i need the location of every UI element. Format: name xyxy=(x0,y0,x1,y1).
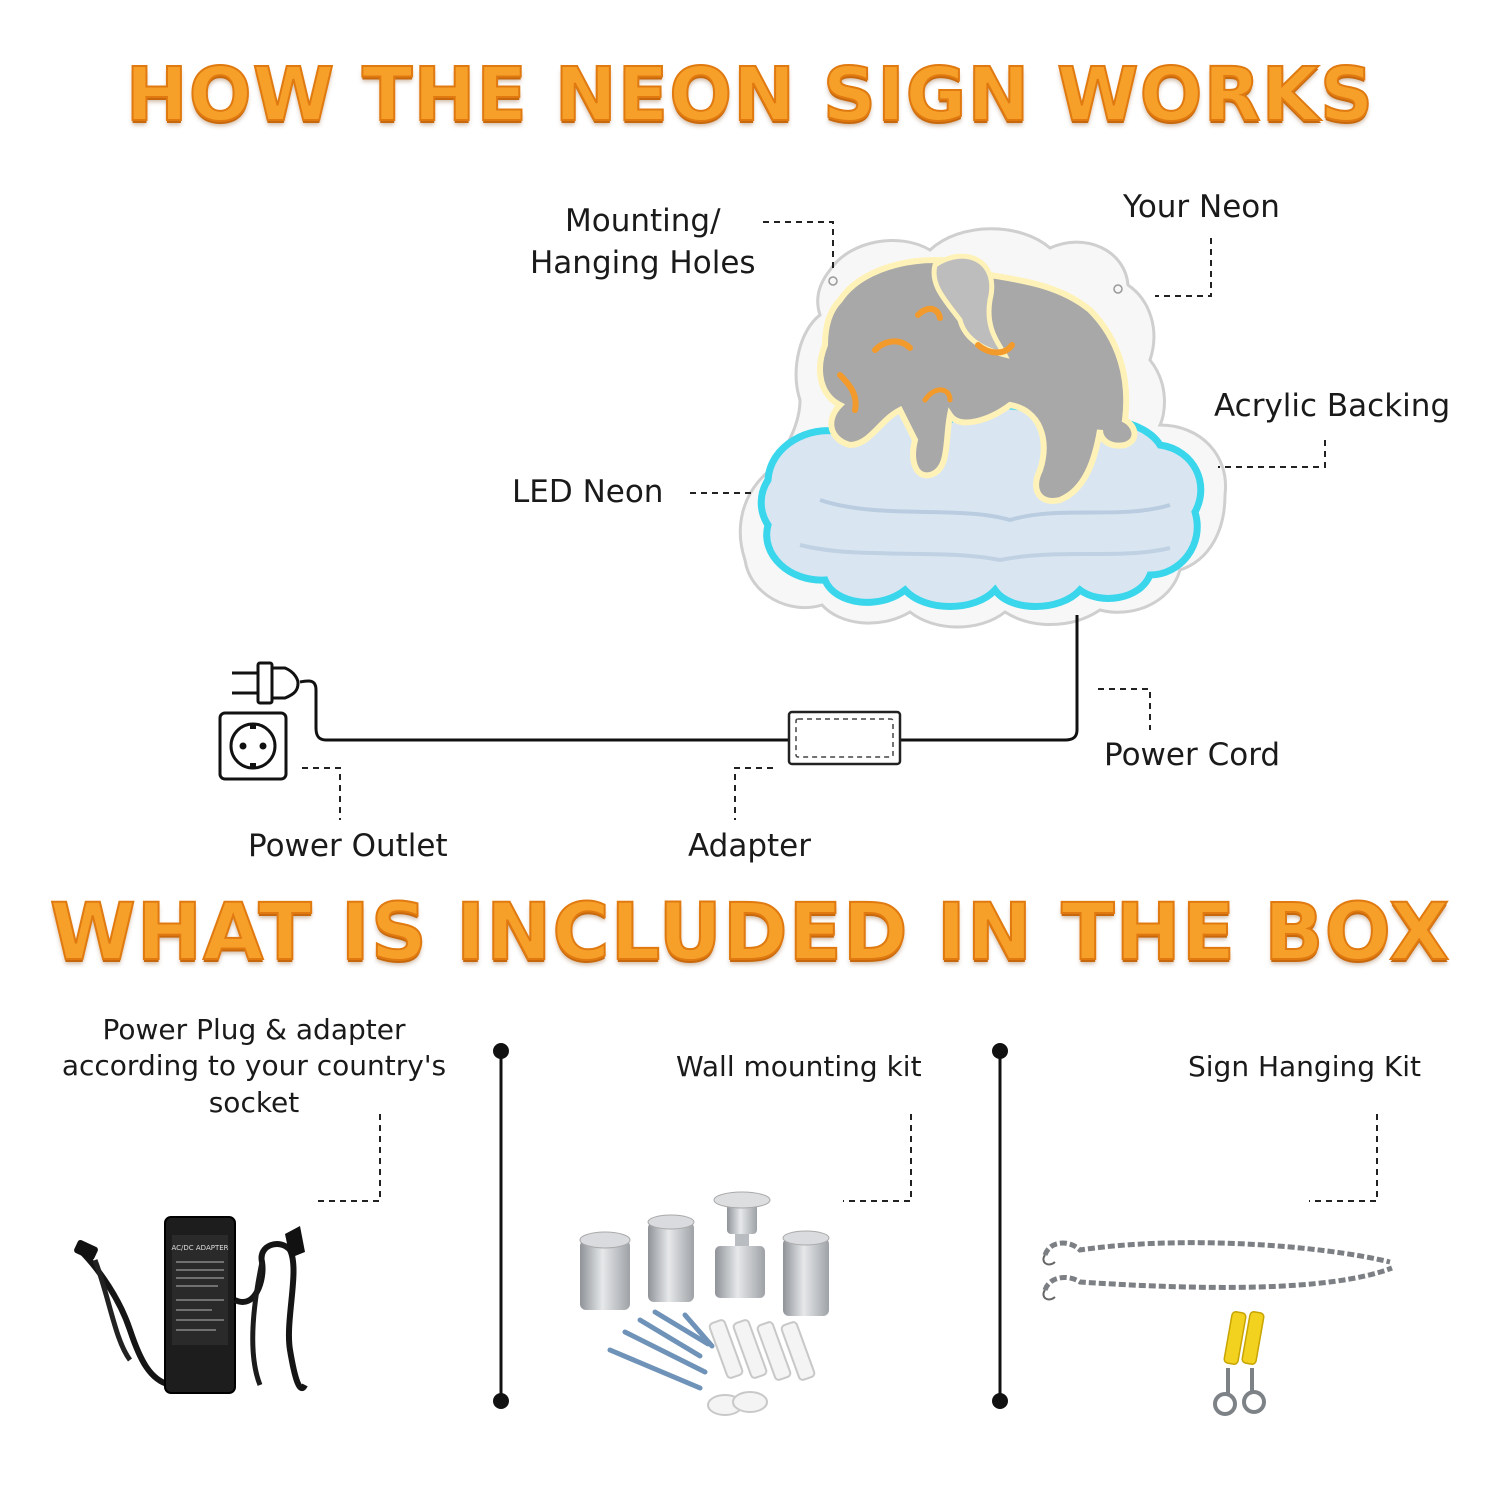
callout-hanging-kit xyxy=(1309,1114,1378,1202)
label-led-neon: LED Neon xyxy=(512,474,664,510)
label-plug-line1: Power Plug & adapter xyxy=(102,1013,406,1046)
callout-outlet xyxy=(302,767,341,820)
adapter-print-text: AC/DC ADAPTER xyxy=(171,1244,228,1252)
label-plug-line2: according to your country's xyxy=(61,1049,447,1083)
wall-mounting-kit-photo xyxy=(579,1191,830,1416)
label-sign-hanging-kit: Sign Hanging Kit xyxy=(1188,1050,1422,1083)
callout-adapter xyxy=(734,767,773,820)
callout-power-cord xyxy=(1098,688,1151,730)
power-cord xyxy=(900,615,1079,742)
mounting-hole-right xyxy=(1113,284,1123,294)
label-power-plug-kit: Power Plug & adapter according to your c… xyxy=(52,1012,456,1121)
callout-acrylic xyxy=(1218,440,1326,468)
callout-your-neon xyxy=(1155,238,1212,297)
callout-wall-kit xyxy=(843,1114,912,1202)
callout-plug-kit xyxy=(313,1114,381,1202)
label-plug-line3: socket xyxy=(208,1085,300,1119)
elephant-body xyxy=(817,257,1138,504)
elephant-ear xyxy=(931,253,1010,359)
sign-hanging-kit-photo xyxy=(1042,1240,1393,1416)
label-acrylic-backing: Acrylic Backing xyxy=(1214,388,1451,424)
callout-mounting xyxy=(763,221,834,270)
neon-sign xyxy=(738,227,1228,629)
heading-how-it-works: HOW THE NEON SIGN WORKS xyxy=(125,51,1375,139)
label-wall-mounting-kit: Wall mounting kit xyxy=(676,1050,922,1083)
heading-whats-included: WHAT IS INCLUDED IN THE BOX xyxy=(49,887,1451,979)
label-power-outlet: Power Outlet xyxy=(248,828,448,864)
divider-right xyxy=(992,1043,1008,1409)
label-adapter: Adapter xyxy=(688,828,811,864)
adapter-box xyxy=(787,710,902,766)
label-mounting-line2: Hanging Holes xyxy=(530,244,756,281)
label-your-neon: Your Neon xyxy=(1123,189,1280,225)
power-outlet-icon xyxy=(218,711,288,781)
plug-icon xyxy=(232,661,300,705)
mounting-hole-left xyxy=(828,276,838,286)
label-mounting-holes: Mounting/ Hanging Holes xyxy=(530,201,756,285)
outlet-cord xyxy=(299,679,790,742)
power-adapter-photo: AC/DC ADAPTER xyxy=(74,1216,308,1394)
label-power-cord: Power Cord xyxy=(1104,737,1281,773)
divider-left xyxy=(493,1043,509,1409)
label-mounting-line1: Mounting/ xyxy=(565,203,721,239)
